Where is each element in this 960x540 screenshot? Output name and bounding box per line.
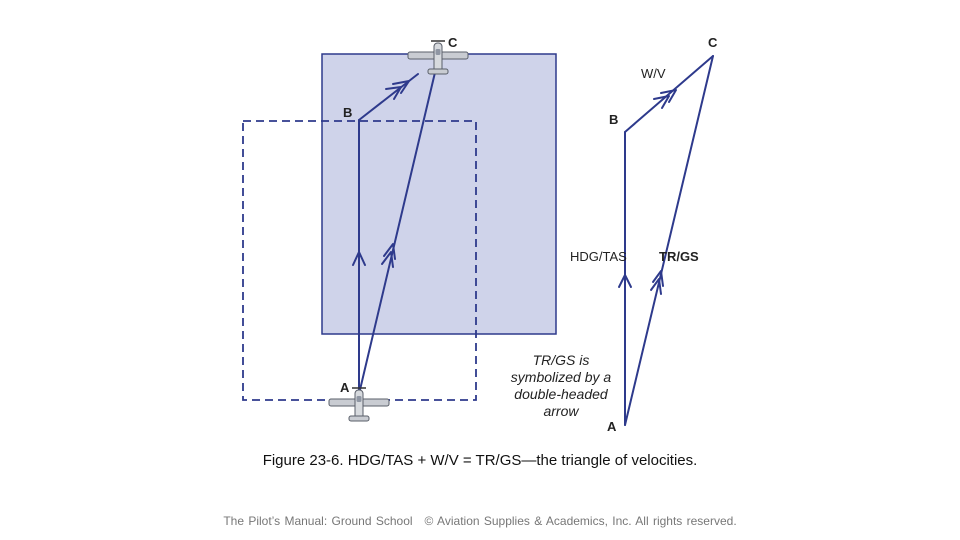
right-point-b-label: B [609,112,618,127]
note-line: arrow [543,403,579,419]
left-point-c-label: C [448,35,458,50]
note-line: TR/GS is [533,352,590,368]
track-arrowhead-left [381,243,396,268]
air-mass-square [321,53,557,335]
airplane-icon [328,387,390,422]
footer-copyright: © Aviation Supplies & Academics, Inc. Al… [424,514,737,528]
footer: The Pilot’s Manual: Ground School © Aviat… [0,514,960,528]
note-line: double-headed [514,386,609,402]
wind-arrowhead-left [385,80,410,100]
track-gs-label: TR/GS [659,249,699,264]
heading-arrowhead-right [618,274,632,288]
figure-caption-text: HDG/TAS + W/V = TR/GS—the triangle of ve… [347,452,698,469]
track-arrowhead-right [650,270,664,295]
right-point-a-label: A [607,419,617,434]
heading-tas-label: HDG/TAS [570,249,627,264]
left-point-a-label: A [340,380,350,395]
track-vector-right [624,55,714,426]
left-point-b-label: B [343,105,352,120]
wind-arrowhead-right [653,89,677,109]
figure-number: Figure 23-6. [262,452,344,469]
wind-velocity-label: W/V [641,66,666,81]
footer-book-title: The Pilot’s Manual: Ground School [223,514,413,528]
figure-caption: Figure 23-6. HDG/TAS + W/V = TR/GS—the t… [0,452,960,469]
heading-arrowhead-left [352,251,366,266]
note-line: symbolized by a [511,369,612,385]
track-vector-left [358,63,438,395]
double-arrow-note: TR/GS is symbolized by a double-headed a… [511,352,612,419]
wind-vector-right [624,55,714,133]
right-point-c-label: C [708,35,718,50]
